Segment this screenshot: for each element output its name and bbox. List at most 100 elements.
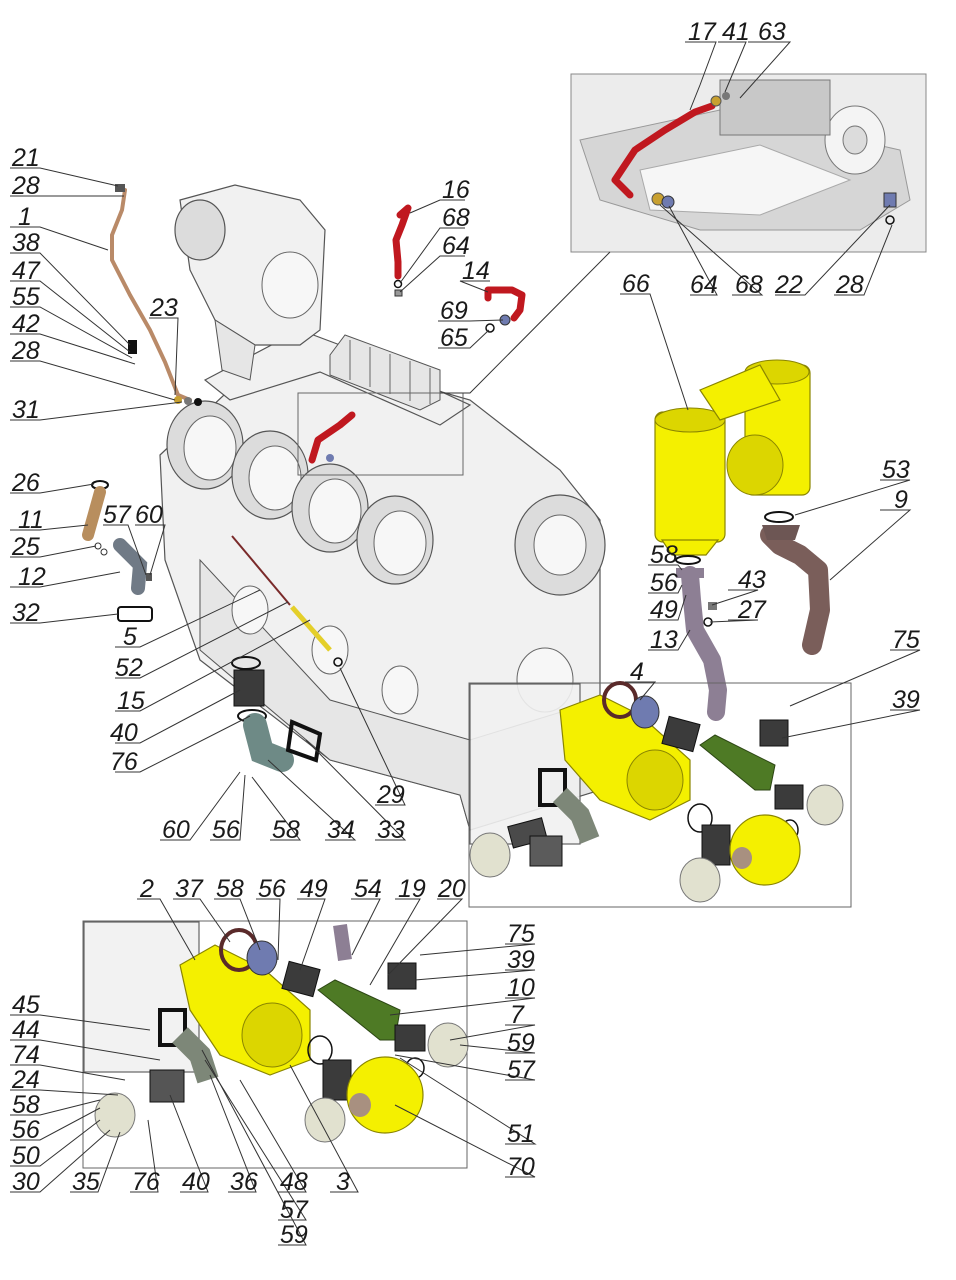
label-2: 2	[139, 875, 154, 903]
callout-labels: 17 41 63 64 68 22 28 21 28 1 38 47 55 42…	[11, 18, 920, 1249]
label-56-main: 56	[650, 569, 678, 597]
label-37: 37	[175, 875, 204, 903]
label-64: 64	[442, 232, 470, 260]
label-10: 10	[507, 974, 535, 1002]
label-23: 23	[149, 294, 178, 322]
inset-detail-top	[570, 73, 927, 253]
label-14: 14	[462, 257, 490, 285]
label-59-bottom: 59	[280, 1221, 308, 1249]
label-60-lower: 60	[162, 816, 190, 844]
label-76-bottom: 76	[132, 1168, 160, 1196]
elbow-12	[113, 538, 153, 622]
label-68-inset: 68	[735, 271, 763, 299]
label-53: 53	[882, 456, 910, 484]
label-44: 44	[12, 1016, 40, 1044]
label-60-left: 60	[135, 501, 163, 529]
label-42: 42	[12, 310, 40, 338]
label-58-left: 58	[12, 1091, 40, 1119]
label-32: 32	[12, 599, 40, 627]
label-9: 9	[894, 486, 908, 514]
label-28-mid: 28	[11, 337, 40, 365]
label-20: 20	[437, 875, 466, 903]
label-75-bottom: 75	[507, 920, 535, 948]
sleeve-40-a	[231, 656, 267, 723]
label-30: 30	[12, 1168, 40, 1196]
label-29: 29	[376, 781, 405, 809]
label-22: 22	[774, 271, 803, 299]
label-75-main: 75	[892, 626, 920, 654]
elbow-34	[243, 713, 323, 772]
label-63: 63	[758, 18, 786, 46]
pipe-9	[760, 511, 830, 655]
dipstick-15	[231, 535, 343, 667]
label-33: 33	[377, 816, 405, 844]
leader-lines	[10, 41, 921, 1246]
label-36: 36	[230, 1168, 258, 1196]
inset-pump-left	[82, 920, 469, 1169]
oil-filter-66	[654, 359, 811, 556]
label-56-left: 56	[12, 1116, 40, 1144]
label-17: 17	[688, 18, 717, 46]
label-51: 51	[507, 1120, 535, 1148]
label-24: 24	[11, 1066, 40, 1094]
label-74: 74	[12, 1041, 40, 1069]
label-49-main: 49	[650, 596, 678, 624]
label-66: 66	[622, 270, 650, 298]
oil-pipe-16	[392, 204, 412, 297]
label-65: 65	[440, 324, 468, 352]
label-52: 52	[115, 654, 143, 682]
label-16: 16	[442, 176, 470, 204]
label-69: 69	[440, 297, 468, 325]
label-59-right: 59	[507, 1029, 535, 1057]
label-7: 7	[510, 1001, 525, 1029]
label-58-lower: 58	[272, 816, 300, 844]
label-19: 19	[398, 875, 426, 903]
label-35: 35	[72, 1168, 100, 1196]
label-38: 38	[12, 229, 40, 257]
inset-pump-right	[468, 681, 852, 908]
label-58-bottom: 58	[216, 875, 244, 903]
label-50: 50	[12, 1142, 40, 1170]
label-41: 41	[722, 18, 750, 46]
cylinder-bores	[166, 400, 434, 585]
label-57-bottom: 57	[280, 1196, 309, 1224]
label-76-main: 76	[110, 748, 138, 776]
label-57-left: 57	[103, 501, 132, 529]
label-40-main: 40	[110, 719, 138, 747]
label-56-bottom: 56	[258, 875, 286, 903]
label-47: 47	[12, 257, 41, 285]
label-13: 13	[650, 626, 678, 654]
label-39-main: 39	[892, 686, 920, 714]
detail-frame-marker	[297, 392, 464, 476]
label-34: 34	[327, 816, 355, 844]
label-11: 11	[18, 506, 44, 534]
label-49-bottom: 49	[300, 875, 328, 903]
label-39-bottom: 39	[507, 946, 535, 974]
label-1: 1	[18, 203, 32, 231]
label-12: 12	[18, 563, 46, 591]
label-3: 3	[336, 1168, 350, 1196]
turbocharger	[174, 184, 326, 381]
label-27: 27	[737, 596, 767, 624]
label-28-top: 28	[11, 172, 40, 200]
label-28-inset: 28	[835, 271, 864, 299]
pipe-13	[675, 555, 727, 721]
label-31: 31	[12, 396, 40, 424]
label-64-inset: 64	[690, 271, 718, 299]
label-21: 21	[11, 144, 40, 172]
label-40-bottom: 40	[182, 1168, 210, 1196]
label-70: 70	[507, 1153, 535, 1181]
label-54: 54	[354, 875, 382, 903]
label-25: 25	[11, 533, 40, 561]
drain-hose-11	[82, 480, 109, 556]
label-26: 26	[11, 469, 40, 497]
label-5: 5	[123, 623, 137, 651]
label-45: 45	[12, 991, 40, 1019]
engine-block	[159, 184, 606, 831]
fuel-injection-pump	[329, 334, 441, 411]
label-15: 15	[117, 687, 145, 715]
label-57-right: 57	[507, 1056, 536, 1084]
label-4: 4	[630, 658, 644, 686]
label-48: 48	[280, 1168, 308, 1196]
